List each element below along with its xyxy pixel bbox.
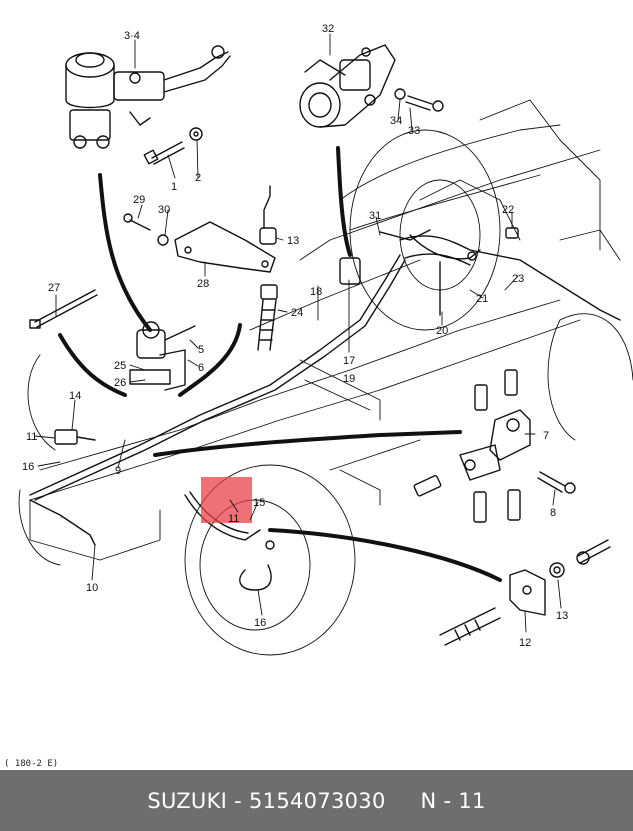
callout-10: 10: [86, 582, 98, 594]
nut-13-lower: [549, 562, 565, 578]
callout-14: 14: [69, 390, 81, 402]
callout-8: 8: [550, 507, 556, 519]
callout-2: 2: [195, 172, 201, 184]
rear-wheel-far: [547, 313, 633, 441]
hose-20-21: [409, 234, 481, 316]
callout-7: 7: [543, 430, 549, 442]
callout-11-left: 11: [26, 431, 37, 443]
bracket-12: [509, 569, 546, 616]
bracket-28: [174, 221, 276, 273]
callout-17: 17: [343, 355, 355, 367]
hose-end-12: [439, 607, 501, 646]
callout-22: 22: [502, 204, 514, 216]
rod-27: [29, 289, 98, 329]
washer-34: [394, 88, 406, 100]
hose-16-lower: [239, 564, 272, 591]
valve-5-6: [129, 321, 196, 391]
callout-21: 21: [476, 293, 488, 305]
hose-24: [257, 284, 278, 351]
brand-name: SUZUKI: [147, 788, 228, 813]
callout-16-left: 16: [22, 461, 34, 473]
callout-30: 30: [158, 204, 170, 216]
callout-24: 24: [291, 307, 303, 319]
callout-15: 15: [253, 497, 265, 509]
bolt-1: [143, 141, 185, 165]
bracket-31: [339, 229, 431, 285]
callout-32: 32: [322, 23, 334, 35]
flare-nuts: [413, 369, 521, 523]
joint-7: [459, 409, 531, 481]
bolt-8: [537, 471, 576, 494]
highlight-marker: [201, 477, 252, 523]
master-cylinder: [65, 45, 231, 149]
callout-5: 5: [198, 344, 204, 356]
callout-28: 28: [197, 278, 209, 290]
footer-spacer: [386, 789, 421, 813]
callout-18: 18: [310, 286, 322, 298]
callout-1: 1: [171, 181, 177, 193]
callout-34: 34: [390, 115, 402, 127]
callout-26: 26: [114, 377, 126, 389]
callout-13-lower: 13: [556, 610, 568, 622]
callout-6: 6: [198, 362, 204, 374]
diagram-code: ( 180-2 E): [4, 759, 59, 769]
callout-31: 31: [369, 210, 381, 222]
callout-27: 27: [48, 282, 60, 294]
fitting-lower-right: [576, 539, 611, 565]
callout-13-upper: 13: [287, 235, 299, 247]
callout-11-center: 11: [228, 513, 239, 525]
callout-3-4: 3·4: [124, 30, 140, 42]
brake-pipe-main: [29, 235, 621, 546]
callout-12: 12: [519, 637, 531, 649]
chassis-frame: [29, 99, 621, 561]
callout-19: 19: [343, 373, 355, 385]
brake-line-exploded-diagram: 3·4 32 34 33 1 2 29 30 31 22 13 28 18 23…: [18, 23, 633, 656]
fitting-13-upper: [259, 185, 277, 245]
callout-23: 23: [512, 273, 524, 285]
leader-lines: [34, 33, 562, 633]
part-footer: SUZUKI - 5154073030 N - 11: [0, 770, 633, 831]
callout-29: 29: [133, 194, 145, 206]
brake-hoses: [58, 146, 502, 582]
callout-33: 33: [408, 125, 420, 137]
washer-2: [189, 127, 203, 141]
callout-25: 25: [114, 360, 126, 372]
front-wheel-left: [18, 354, 356, 656]
diagram-section: N - 11: [420, 788, 486, 813]
callout-9: 9: [115, 465, 121, 477]
fitting-14: [54, 429, 96, 445]
bolt-33: [405, 95, 444, 112]
callout-20: 20: [436, 325, 448, 337]
part-number: 5154073030: [249, 788, 386, 813]
footer-separator: -: [227, 788, 250, 813]
washer-30: [157, 234, 169, 246]
callout-labels: 3·4 32 34 33 1 2 29 30 31 22 13 28 18 23…: [22, 23, 568, 649]
bolt-29: [123, 213, 151, 231]
callout-16-lower: 16: [254, 617, 266, 629]
brake-valve-32: [299, 44, 396, 128]
